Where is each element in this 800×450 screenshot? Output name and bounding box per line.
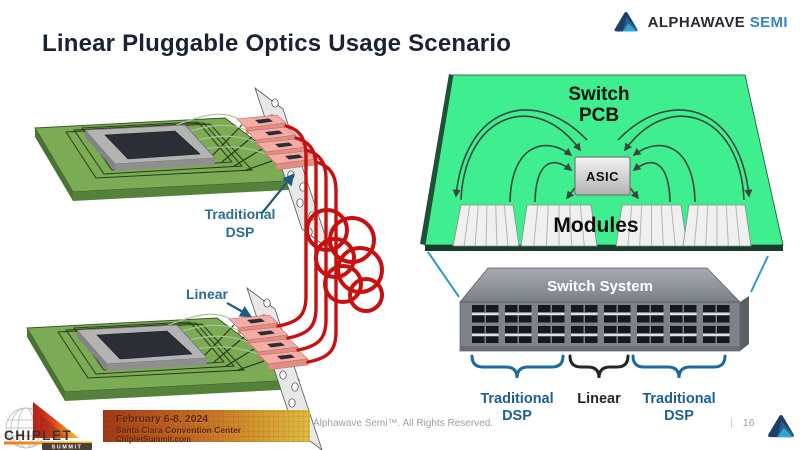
event-url: ChipletSummit.com	[116, 435, 192, 444]
bottom-label-left-line2: DSP	[502, 408, 532, 424]
switch-diagram: Switch PCB ASIC Modules	[420, 74, 784, 424]
alphawave-logo: ALPHAWAVE SEMI	[612, 10, 788, 35]
switch-system-label: Switch System	[547, 278, 653, 295]
event-banner: February 6-8, 2024 Santa Clara Conventio…	[103, 410, 310, 444]
fiber-coils	[305, 208, 384, 313]
brand-suffix: SEMI	[749, 14, 788, 31]
copyright-text: Alphawave Semi™. All Rights Reserved.	[313, 418, 494, 429]
alphawave-mark-icon	[768, 415, 794, 438]
traditional-dsp-label-line2: DSP	[226, 224, 255, 240]
event-venue: Santa Clara Convention Center	[116, 425, 242, 435]
sail-triangle-icon	[33, 402, 79, 438]
pcb-signal-arrows	[452, 109, 753, 203]
port-group-braces	[470, 354, 727, 379]
switch-pcb-title-line2: PCB	[579, 105, 619, 126]
chiplet-wordmark: CHIPLET	[4, 428, 72, 443]
bottom-label-middle-line1: Linear	[577, 391, 621, 407]
page-number: 16	[742, 417, 755, 429]
asic-chip: ASIC	[574, 156, 631, 196]
linear-callout-arrow	[226, 302, 253, 318]
brand-wordmark: ALPHAWAVE SEMI	[648, 14, 788, 31]
chassis-port-slots	[472, 305, 735, 343]
linear-label: Linear	[186, 286, 229, 302]
alphawave-triangle-icon	[614, 11, 638, 32]
chiplet-summit-logo: CHIPLET SUMMIT	[4, 402, 92, 450]
switch-pcb-title-line1: Switch	[568, 84, 629, 105]
page-title: Linear Pluggable Optics Usage Scenario	[42, 30, 512, 57]
modules-label: Modules	[553, 214, 638, 237]
bottom-label-right-line1: Traditional	[642, 391, 715, 407]
traditional-dsp-callout-arrow	[261, 173, 295, 214]
switch-system-chassis: Switch System	[459, 267, 749, 352]
pcb-module-bank-stripes	[463, 204, 741, 247]
asic-label: ASIC	[586, 169, 619, 184]
brand-name: ALPHAWAVE	[647, 14, 746, 31]
page-number-area: | 16	[730, 417, 754, 429]
bottom-label-right-line2: DSP	[664, 408, 694, 424]
summit-badge: SUMMIT	[52, 445, 83, 450]
pluggable-optics-diagram: Traditional DSP Linear	[10, 70, 384, 450]
pcb-to-chassis-callout-lines	[427, 251, 769, 298]
event-date: February 6-8, 2024	[116, 413, 209, 425]
traditional-dsp-label-line1: Traditional	[205, 206, 276, 222]
bottom-label-left-line1: Traditional	[480, 391, 553, 407]
page-separator: |	[730, 417, 733, 429]
host-board-top	[35, 88, 330, 250]
